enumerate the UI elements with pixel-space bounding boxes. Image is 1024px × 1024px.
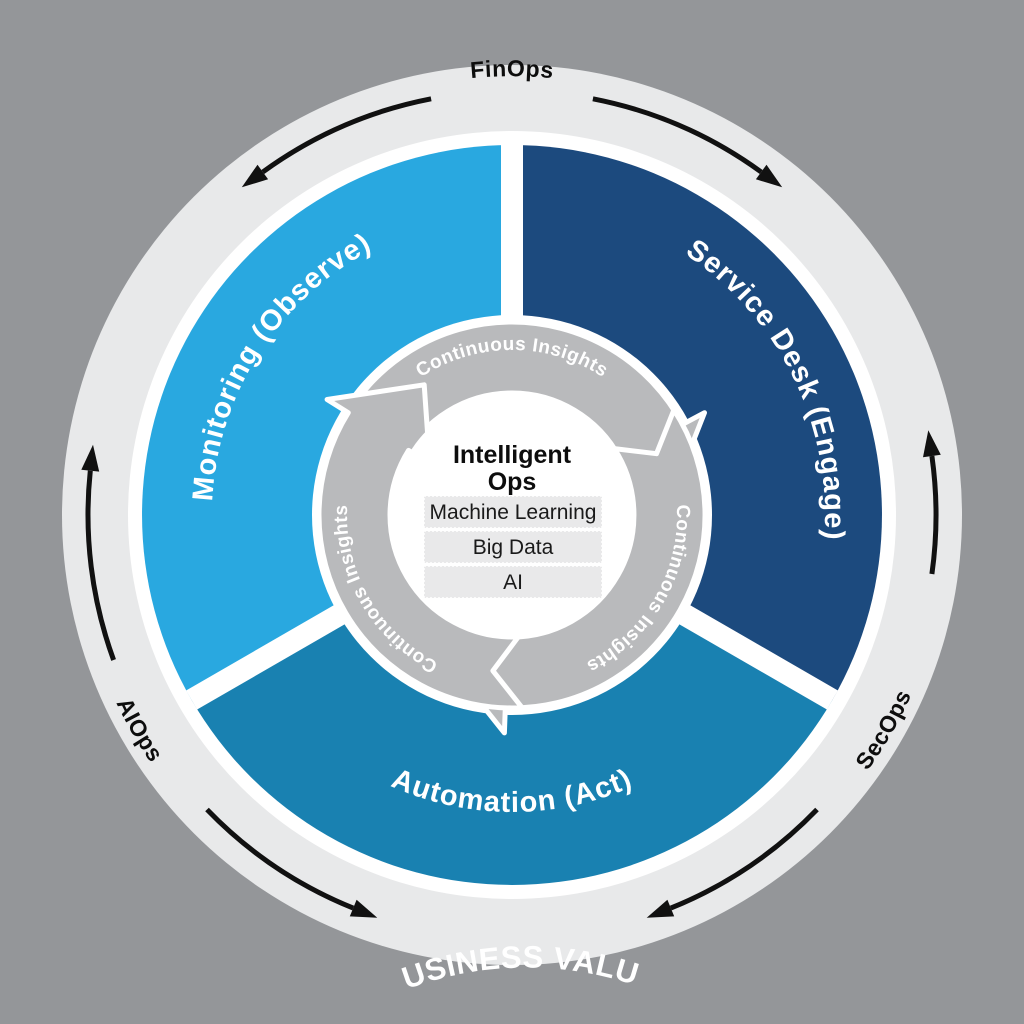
ring-arrow-aiops-upper: [81, 444, 116, 661]
center-item-machine-learning: Machine Learning: [430, 501, 597, 524]
center-title-line2: Ops: [488, 468, 537, 496]
center-boxes: Machine Learning Big Data AI: [423, 495, 603, 599]
center-box-machine-learning: [423, 495, 603, 529]
ring-arrow-secops-lower: [646, 807, 819, 918]
center-item-ai: AI: [503, 571, 523, 594]
ring-arrow-finops-left: [241, 96, 432, 188]
ring-label-finops: FinOps: [469, 55, 555, 83]
ring-arrow-finops-right: [592, 96, 783, 188]
center-item-big-data: Big Data: [473, 536, 554, 559]
continuous-cycle: [316, 319, 708, 736]
center-box-big-data: [423, 530, 603, 564]
cycle-arrow-left: [316, 382, 525, 711]
ring-arrow-aiops-lower: [205, 807, 378, 918]
ring-arrows: [81, 96, 941, 918]
center-title-line1: Intelligent: [453, 441, 572, 469]
center-box-ai: [423, 565, 603, 599]
ring-arrow-secops-upper: [923, 430, 941, 575]
